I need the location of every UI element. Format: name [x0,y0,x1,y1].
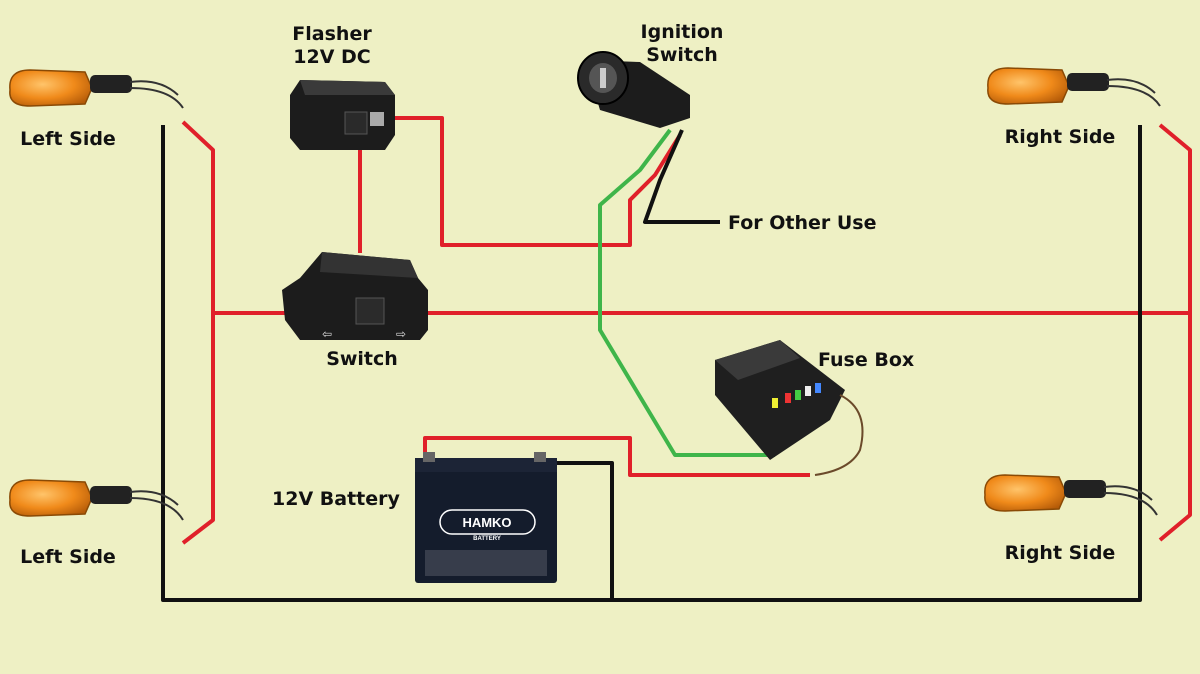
battery-logo-badge [439,509,536,535]
label-right-top: Right Side [1005,126,1116,148]
battery-brand: HAMKO [462,515,511,530]
turn-signal-lamp-icon [9,69,93,107]
lamp-stem [90,486,132,504]
flasher-terminal [344,111,368,135]
label-ignition-line2: Switch [646,44,718,66]
switch-top [320,252,418,278]
flasher-terminal [370,112,384,126]
label-left-bottom: Left Side [20,546,116,568]
switch-right-arrow: ⇨ [396,327,406,341]
label-right-bottom: Right Side [1005,542,1116,564]
battery-brand-sub: BATTERY [473,536,501,542]
lamp-stem [1067,73,1109,91]
battery-terminal-positive [423,452,435,462]
ignition-key-hole [600,68,606,88]
battery-terminal-negative [534,452,546,462]
turn-signal-lamp-icon [987,67,1070,105]
indicator-switch: ⇦ ⇨ [282,252,428,341]
label-ignition-line1: Ignition [641,21,724,43]
lamp-stem [1064,480,1106,498]
fusebox-leads [814,394,864,476]
lamp-leads [129,80,184,109]
ignition-switch [577,51,690,128]
label-flasher-line1: Flasher [292,23,372,45]
battery: HAMKO BATTERY [415,452,557,583]
flasher-relay [290,80,395,150]
label-switch: Switch [326,348,398,370]
black-wires [161,125,1142,602]
wire-left-black [161,125,1142,602]
fuse-red [785,393,791,403]
label-fuse-box: Fuse Box [818,349,914,371]
fuse-box [715,340,864,476]
lamp-leads [1106,78,1161,107]
battery-icon [415,465,557,583]
wire-battery-fusebox [423,436,810,477]
label-for-other-use: For Other Use [728,212,877,234]
switch-left-arrow: ⇦ [322,327,332,341]
indicator-left-bottom [9,479,184,521]
label-left-top: Left Side [20,128,116,150]
flasher-relay-icon [290,80,395,150]
indicator-left-top [9,69,184,109]
wire-right-red [1158,123,1192,542]
labels: Flasher 12V DC Ignition Switch For Other… [20,21,1115,568]
indicator-right-top [987,67,1161,107]
battery-spec-plate [425,550,547,576]
fuse-green [795,390,801,400]
wire-flasher-ignition [380,116,682,247]
green-wires [598,128,775,457]
label-flasher-line2: 12V DC [293,46,370,68]
lamp-stem [90,75,132,93]
flasher-top-face [300,80,395,95]
turn-signal-lamp-icon [9,479,93,517]
indicator-right-bottom [984,474,1158,516]
wire-other-use [643,129,720,224]
battery-top [415,458,557,472]
wire-ignition-fusebox [598,128,775,457]
label-battery: 12V Battery [272,488,400,510]
turn-signal-lamp-icon [984,474,1067,512]
wire-left-red [181,120,215,545]
fuse-blue [815,383,821,393]
fuse-yellow [772,398,778,408]
fuse-box-lid [715,340,800,380]
lamp-leads [129,490,184,521]
lamp-leads [1103,485,1158,516]
fuse-white [805,386,811,396]
switch-slider [355,297,385,325]
wire-battery-black [540,461,614,600]
